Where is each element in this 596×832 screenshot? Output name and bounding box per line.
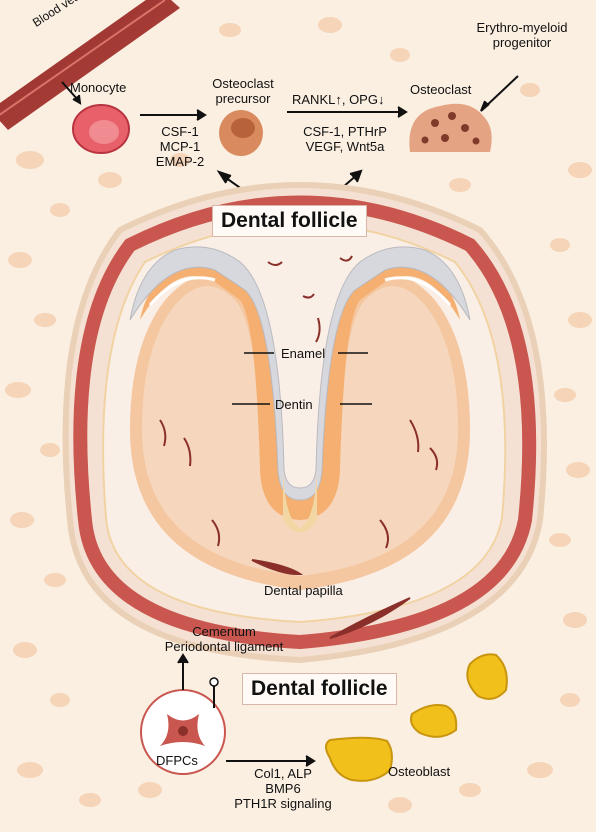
- factor-csf1: CSF-1: [141, 124, 219, 139]
- dfpcs-label: DFPCs: [156, 753, 198, 768]
- precursor-factors: CSF-1, PTHrP VEGF, Wnt5a: [290, 124, 400, 154]
- factor-pth1r: PTH1R signaling: [224, 796, 342, 811]
- erythro-myeloid-line-1: Erythro-myeloid: [472, 20, 572, 35]
- factor-mcp1: MCP-1: [141, 139, 219, 154]
- factor-vegf-wnt5a: VEGF, Wnt5a: [290, 139, 400, 154]
- dental-follicle-top: Dental follicle: [212, 205, 367, 237]
- dental-papilla-label: Dental papilla: [264, 583, 343, 598]
- rankl-opg-label: RANKL↑, OPG↓: [292, 92, 384, 107]
- osteoblast-factors: Col1, ALP BMP6 PTH1R signaling: [224, 766, 342, 811]
- monocyte-factors: CSF-1 MCP-1 EMAP-2: [141, 124, 219, 169]
- monocyte-label: Monocyte: [70, 80, 126, 95]
- osteoclast-label: Osteoclast: [410, 82, 471, 97]
- osteoclast-precursor-cell: [219, 110, 263, 156]
- factor-bmp6: BMP6: [224, 781, 342, 796]
- dental-follicle-bottom: Dental follicle: [242, 673, 397, 705]
- periodontal-ligament-label: Periodontal ligament: [141, 639, 307, 654]
- osteoclast-precursor-label: Osteoclast precursor: [203, 76, 283, 106]
- erythro-myeloid-line-2: progenitor: [472, 35, 572, 50]
- dentin-label: Dentin: [275, 397, 313, 412]
- dfpc-outputs: Cementum Periodontal ligament: [141, 624, 307, 654]
- osteoclast-cell: [409, 104, 491, 152]
- factor-csf1-pthrp: CSF-1, PTHrP: [290, 124, 400, 139]
- enamel-label: Enamel: [281, 346, 325, 361]
- monocyte-cell: [73, 105, 129, 153]
- osteoclast-precursor-line-1: Osteoclast: [203, 76, 283, 91]
- osteoclast-precursor-line-2: precursor: [203, 91, 283, 106]
- factor-emap2: EMAP-2: [141, 154, 219, 169]
- factor-col1-alp: Col1, ALP: [224, 766, 342, 781]
- cementum-label: Cementum: [141, 624, 307, 639]
- osteoblast-label: Osteoblast: [388, 764, 450, 779]
- erythro-myeloid-label: Erythro-myeloid progenitor: [472, 20, 572, 50]
